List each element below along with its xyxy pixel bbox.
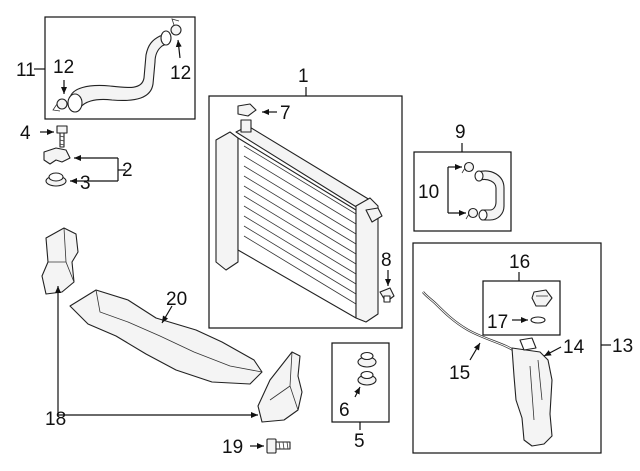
air-guide-group: 18 xyxy=(41,227,303,430)
bolt-icon xyxy=(56,125,68,148)
callout-4: 4 xyxy=(20,123,31,144)
coolant-hose-icon xyxy=(474,170,505,221)
rubber-mount-icon xyxy=(357,351,377,368)
overflow-tube-icon xyxy=(422,291,528,433)
callout-10: 10 xyxy=(418,182,439,203)
upper-hose-group: 11 12 12 xyxy=(16,16,196,120)
radiator-cap-icon xyxy=(237,103,257,117)
reservoir-group: 13 16 17 15 14 xyxy=(412,242,633,454)
coolant-hose-icon xyxy=(67,30,172,113)
coolant-reservoir-icon xyxy=(511,337,553,447)
hose-clamp-icon xyxy=(465,207,479,220)
callout-18: 18 xyxy=(45,409,66,430)
hose-clamp-icon xyxy=(461,161,475,174)
air-guide-icon xyxy=(257,351,303,423)
callout-13: 13 xyxy=(612,336,633,357)
air-guide-icon xyxy=(41,227,79,295)
cap-subbox xyxy=(482,280,561,336)
rubber-mount-icon xyxy=(45,172,67,187)
callout-6: 6 xyxy=(339,400,350,421)
bolt-group: 19 xyxy=(222,437,291,458)
bolt-icon xyxy=(266,438,291,454)
rubber-mount-icon xyxy=(357,370,377,386)
air-deflector-icon xyxy=(69,289,263,385)
drain-plug-icon xyxy=(379,287,395,303)
mount-rubber-group: 5 6 xyxy=(331,342,390,452)
callout-1: 1 xyxy=(298,66,309,87)
callout-7: 7 xyxy=(280,103,291,124)
bracket-group: 4 2 3 xyxy=(20,123,133,194)
deflector-group: 20 xyxy=(69,289,263,385)
o-ring-icon xyxy=(530,316,546,324)
radiator-group: 1 7 8 xyxy=(208,66,403,329)
callout-3: 3 xyxy=(80,173,91,194)
callout-14: 14 xyxy=(563,337,585,358)
callout-20: 20 xyxy=(166,289,187,310)
radiator-core-icon xyxy=(215,119,383,323)
hose-clamp-icon xyxy=(170,18,182,36)
callout-5: 5 xyxy=(354,431,365,452)
upper-hose-box xyxy=(44,16,196,120)
callout-2: 2 xyxy=(122,160,133,181)
reservoir-box xyxy=(412,242,602,454)
reservoir-cap-icon xyxy=(531,289,553,307)
callout-16: 16 xyxy=(509,252,530,273)
lower-hose-group: 9 10 xyxy=(413,122,512,232)
callout-12-left: 12 xyxy=(53,57,74,78)
callout-17: 17 xyxy=(487,312,508,333)
callout-11: 11 xyxy=(16,60,36,81)
mounting-bracket-icon xyxy=(43,147,71,165)
callout-19: 19 xyxy=(222,437,243,458)
hose-clamp-icon xyxy=(52,98,68,112)
callout-15: 15 xyxy=(449,363,470,384)
callout-9: 9 xyxy=(455,122,466,143)
callout-12-right: 12 xyxy=(170,63,191,84)
callout-8: 8 xyxy=(381,250,392,271)
